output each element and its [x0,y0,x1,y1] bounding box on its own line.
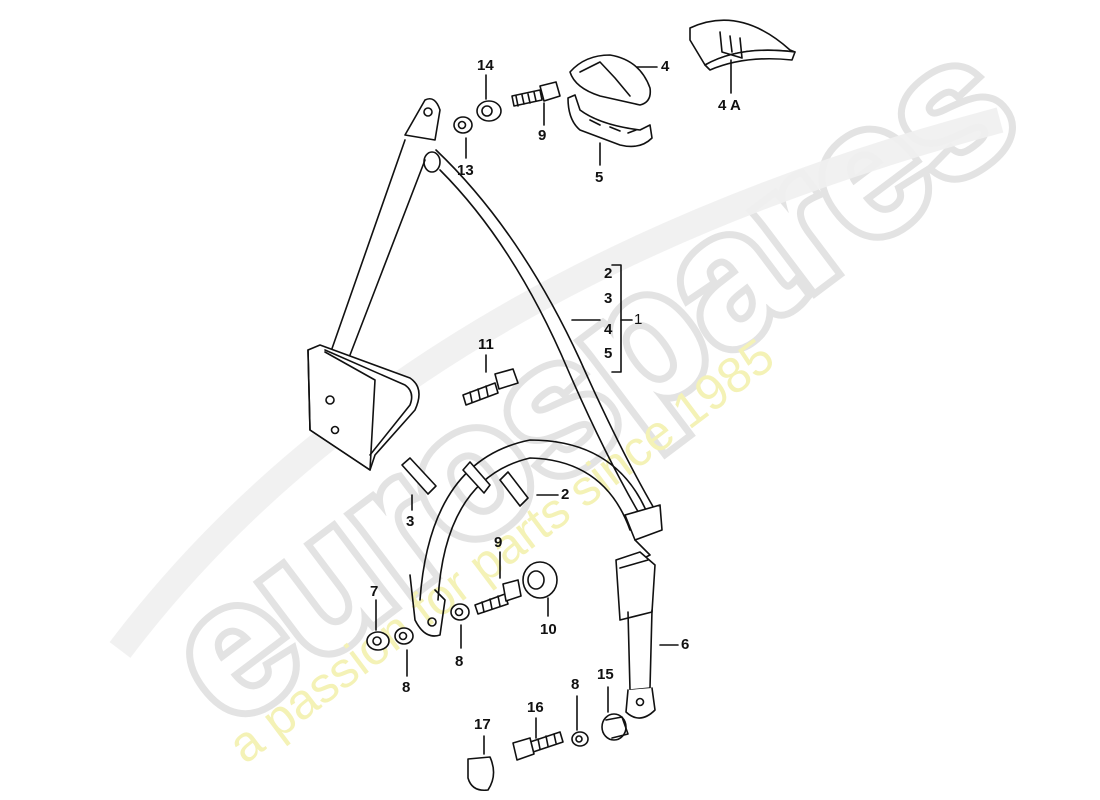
callout-8-left: 8 [402,679,411,696]
callout-5: 5 [595,169,604,186]
part-11-bolt [462,354,519,406]
callout-8-mid: 8 [455,653,464,670]
part-8-washer-bottom [571,695,589,747]
part-15-spacer [601,686,629,741]
callout-4: 4 [661,58,670,75]
callout-9-top: 9 [538,127,547,144]
callout-17: 17 [474,716,491,733]
part-17-cap [467,735,495,792]
part-4a-cover [689,19,796,94]
callout-11: 11 [478,336,494,353]
callout-9-lower: 9 [494,534,503,551]
part-14-washer [476,74,502,122]
callout-14: 14 [477,57,494,74]
callout-10: 10 [540,621,557,638]
callout-group-2: 2 [604,265,613,282]
part-3-clip [401,457,437,511]
part-16-bolt [512,717,564,761]
part-7-washer [366,599,390,651]
callout-8-bottom: 8 [571,676,580,693]
callout-7: 7 [370,583,379,600]
part-13-washer [453,116,473,159]
callout-15: 15 [597,666,614,683]
callout-4a: 4 A [718,97,741,114]
callout-13: 13 [457,162,474,179]
part-2-clip [499,471,559,507]
callout-group-5: 5 [604,345,613,362]
part-10-spacer [522,561,558,617]
part-8-washer-mid [450,603,470,649]
part-9-bolt-top [511,81,561,126]
part-4-upper-cover [569,54,658,106]
part-6-buckle [615,551,679,719]
part-9-bolt-lower [474,551,522,615]
callout-3: 3 [406,513,415,530]
part-1-belt-assembly [307,97,663,637]
callout-6: 6 [681,636,690,653]
callout-group-4: 4 [604,321,613,338]
callout-group-3: 3 [604,290,613,307]
callout-1: 1 [634,311,643,328]
belt-guide [462,461,491,494]
part-8-washer-left [394,627,414,677]
svg-text:eurospares: eurospares [130,0,1051,762]
callout-2: 2 [561,486,570,503]
part-5-lower-cover [567,94,653,166]
callout-16: 16 [527,699,544,716]
